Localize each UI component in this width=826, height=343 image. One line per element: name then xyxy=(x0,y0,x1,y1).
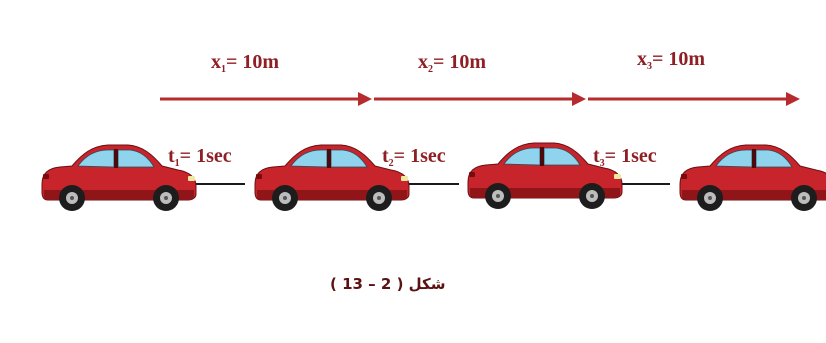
displacement-label-1: x1= 10m xyxy=(211,51,280,75)
car-icon xyxy=(679,144,826,212)
time-label-3: t3= 1sec xyxy=(593,145,657,169)
displacement-label-3: x3= 10m xyxy=(637,48,706,72)
displacement-label-2: x2= 10m xyxy=(418,51,487,75)
displacement-arrow-1 xyxy=(160,92,372,106)
displacement-arrow-2 xyxy=(374,92,586,106)
time-label-2: t2= 1sec xyxy=(382,145,446,169)
time-label-1: t1= 1sec xyxy=(168,145,232,169)
displacement-arrow-3 xyxy=(588,92,800,106)
figure-caption: شكل ( 2 – 13 ) xyxy=(330,275,446,293)
